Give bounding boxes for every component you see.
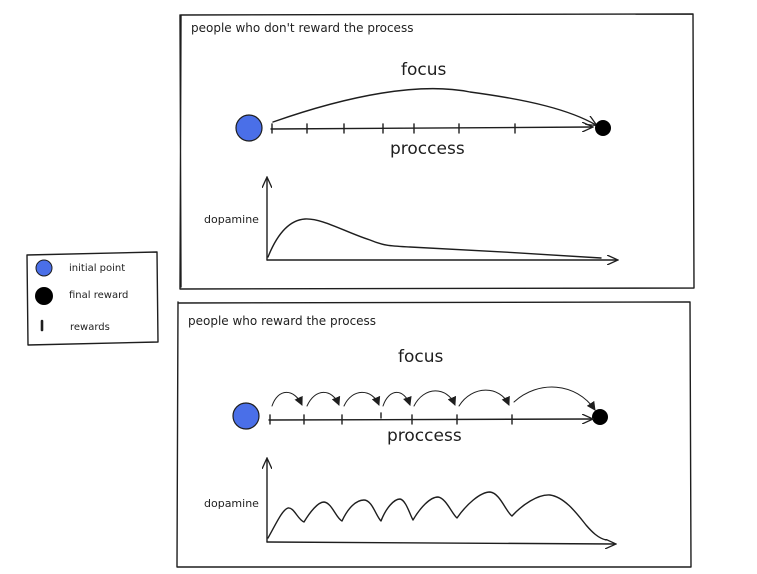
dopamine-label: dopamine [204, 213, 259, 226]
dopamine-curve [267, 491, 607, 541]
process-arrow [268, 419, 592, 420]
initial-point-icon [232, 402, 260, 430]
focus-label: focus [401, 60, 447, 80]
panel-title: people who reward the process [188, 314, 376, 328]
panel-border [176, 301, 692, 568]
focus-hops [271, 386, 596, 411]
panel-no-reward: people who don't reward the process focu… [179, 13, 695, 290]
process-arrow [270, 127, 592, 129]
black-circle-icon [35, 287, 53, 305]
focus-hop-arrow [271, 391, 303, 407]
x-axis [266, 542, 615, 544]
initial-point-icon [235, 114, 263, 142]
legend-item-rewards: rewards [40, 319, 110, 333]
reward-ticks [271, 123, 516, 134]
legend: initial point final reward rewards [26, 251, 159, 346]
process-label: proccess [390, 139, 465, 159]
focus-hop-arrow [343, 391, 381, 407]
legend-label: rewards [70, 322, 110, 333]
focus-hop-arrow [458, 389, 510, 407]
legend-item-final-reward: final reward [35, 287, 128, 305]
legend-border [26, 251, 159, 346]
final-reward-icon [595, 120, 611, 136]
focus-hop-arrow [306, 391, 341, 407]
process-label: proccess [387, 426, 462, 446]
panel-title: people who don't reward the process [191, 21, 413, 35]
panel-border [179, 13, 695, 290]
legend-item-initial-point: initial point [35, 259, 125, 277]
focus-arrow [272, 87, 596, 125]
legend-label: initial point [69, 263, 125, 274]
focus-hop-arrow [513, 386, 596, 411]
legend-label: final reward [69, 290, 128, 301]
blue-circle-icon [35, 259, 53, 277]
reward-ticks [269, 412, 513, 425]
panel-reward: people who reward the process focus proc… [176, 301, 692, 568]
focus-hop-arrow [382, 391, 412, 407]
focus-hop-arrow [413, 390, 457, 407]
final-reward-icon [592, 409, 608, 425]
dopamine-curve [267, 218, 602, 259]
focus-label: focus [398, 347, 444, 367]
dopamine-label: dopamine [204, 497, 259, 510]
